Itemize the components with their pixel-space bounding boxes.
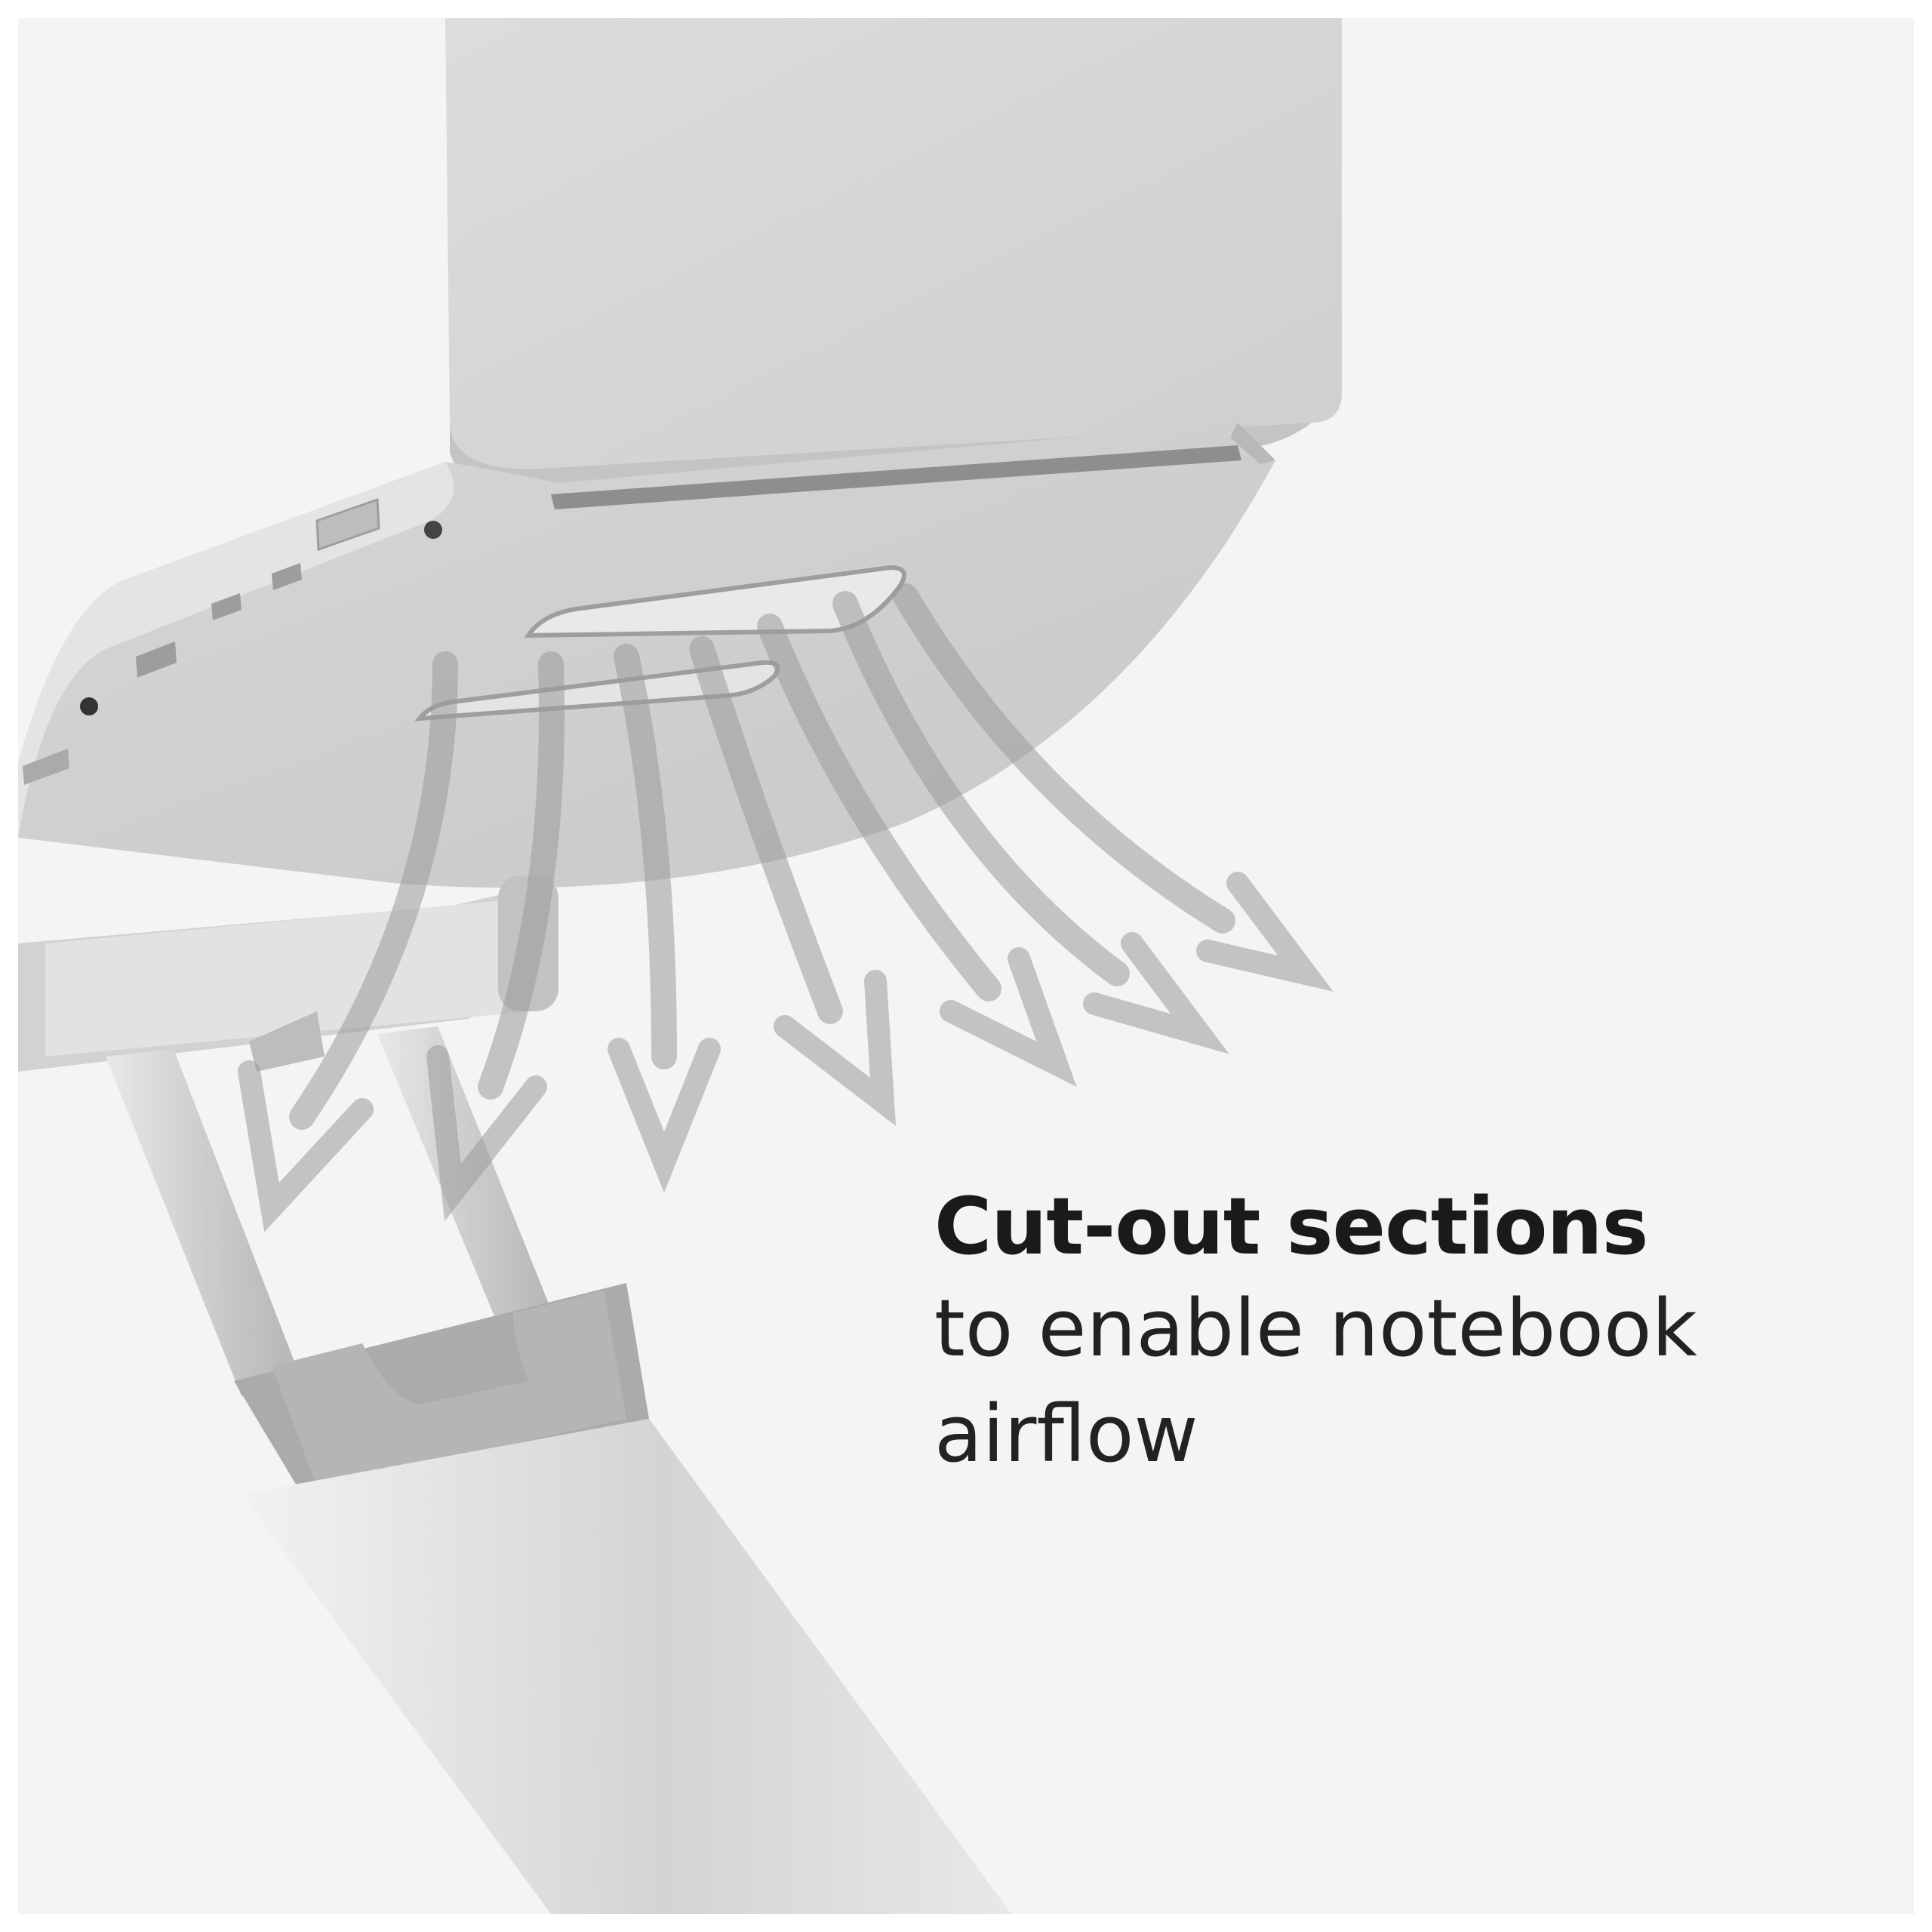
- airflow-arrow-icon: [893, 583, 1334, 992]
- stand-column: [234, 1283, 1011, 1914]
- stand-hinge: [18, 875, 558, 1072]
- airflow-arrow-icon: [757, 614, 1077, 1088]
- airflow-arrow-icon: [832, 591, 1229, 1054]
- caption-line-1: to enable notebook: [934, 1282, 1697, 1374]
- laptop-ports: [23, 497, 442, 785]
- airflow-arrow-icon: [689, 636, 897, 1127]
- caption-headline: Cut-out sections: [934, 1180, 1649, 1272]
- airflow-arrows: [238, 583, 1334, 1232]
- airflow-arrow-icon: [426, 651, 565, 1222]
- airflow-arrow-icon: [608, 644, 721, 1193]
- caption-line-2: airflow: [934, 1388, 1198, 1480]
- airflow-arrow-icon: [238, 651, 458, 1232]
- feature-caption: Cut-out sections to enable notebook airf…: [934, 1177, 1878, 1487]
